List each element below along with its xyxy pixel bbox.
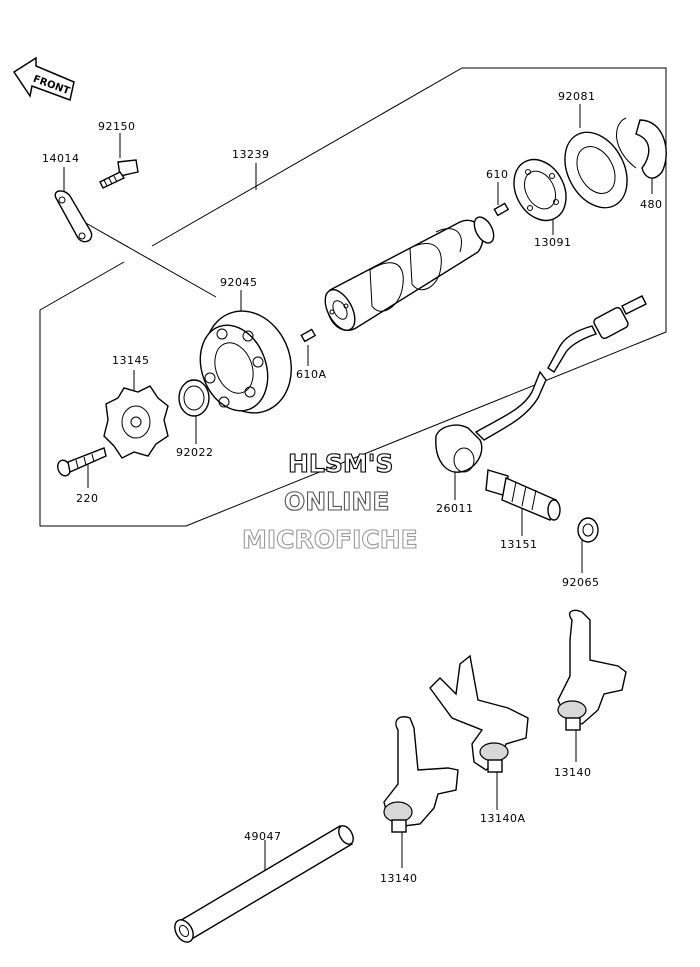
label-92022: 92022 [176, 446, 214, 459]
bolt-92150-icon [99, 159, 139, 189]
screw-220-icon [57, 447, 107, 477]
circlip-480-icon [616, 117, 667, 179]
shift-drum-13239-icon [324, 216, 495, 331]
label-480: 480 [640, 198, 663, 211]
label-13140a: 13140A [480, 812, 526, 825]
shift-fork-13140-left-icon [383, 716, 459, 833]
part-labels: 92150 14014 13239 92081 610 480 13091 92… [42, 90, 663, 885]
label-13140-left: 13140 [380, 872, 418, 885]
washer-92065-icon [577, 517, 599, 543]
watermark-line-3: MICROFICHE [242, 525, 418, 554]
label-92081: 92081 [558, 90, 596, 103]
shaft-49047-icon [174, 825, 354, 943]
star-gear-13091-icon [513, 158, 567, 222]
label-610a: 610A [296, 368, 327, 381]
label-13091: 13091 [534, 236, 572, 249]
plate-92081-icon [564, 131, 628, 209]
shift-fork-13140-right-icon [557, 609, 627, 731]
label-13151: 13151 [500, 538, 538, 551]
label-26011: 26011 [436, 502, 474, 515]
label-14014: 14014 [42, 152, 80, 165]
washer-92022-icon [178, 379, 210, 417]
watermark: HLSM'S ONLINE MICROFICHE [241, 448, 418, 554]
label-13239: 13239 [232, 148, 270, 161]
label-92150: 92150 [98, 120, 136, 133]
watermark-line-1: HLSM'S [288, 449, 393, 478]
label-610: 610 [486, 168, 509, 181]
front-arrow-icon: FRONT [12, 56, 75, 102]
star-cam-13145-icon [103, 385, 169, 459]
label-13145: 13145 [112, 354, 150, 367]
label-49047: 49047 [244, 830, 282, 843]
label-220: 220 [76, 492, 99, 505]
bearing-92045-icon [199, 310, 292, 414]
label-92065: 92065 [562, 576, 600, 589]
watermark-line-2: ONLINE [284, 487, 389, 516]
neutral-switch-13151-icon [485, 469, 561, 521]
label-13140-right: 13140 [554, 766, 592, 779]
plate-14014-icon [54, 190, 93, 243]
pin-610-icon [493, 202, 510, 217]
label-92045: 92045 [220, 276, 258, 289]
shift-fork-13140a-icon [429, 654, 529, 773]
pin-610a-icon [300, 328, 317, 343]
assembly-frame [39, 67, 667, 527]
sensor-26011-icon [435, 295, 647, 473]
